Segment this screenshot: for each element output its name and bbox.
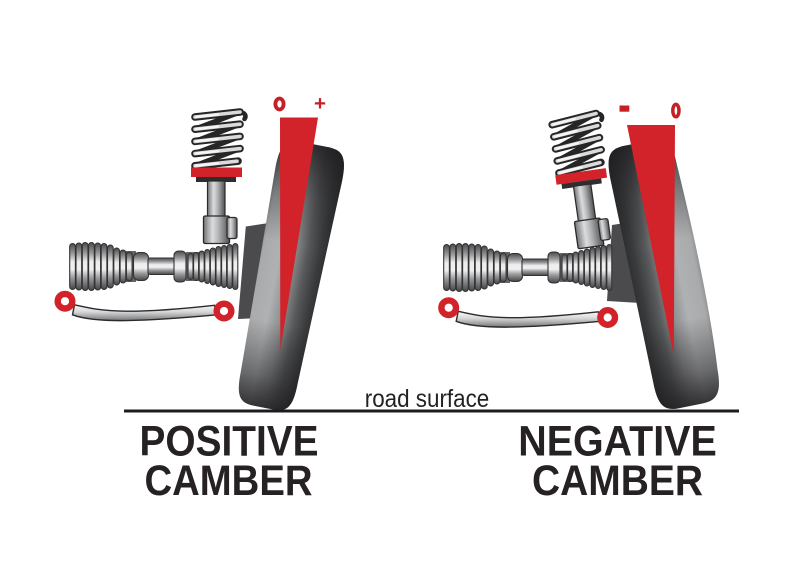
svg-text:NEGATIVE: NEGATIVE [518, 418, 717, 466]
svg-text:+: + [314, 92, 326, 115]
svg-text:CAMBER: CAMBER [532, 457, 703, 505]
svg-text:road surface: road surface [365, 385, 490, 413]
svg-text:POSITIVE: POSITIVE [140, 418, 319, 466]
svg-text:CAMBER: CAMBER [145, 457, 313, 505]
